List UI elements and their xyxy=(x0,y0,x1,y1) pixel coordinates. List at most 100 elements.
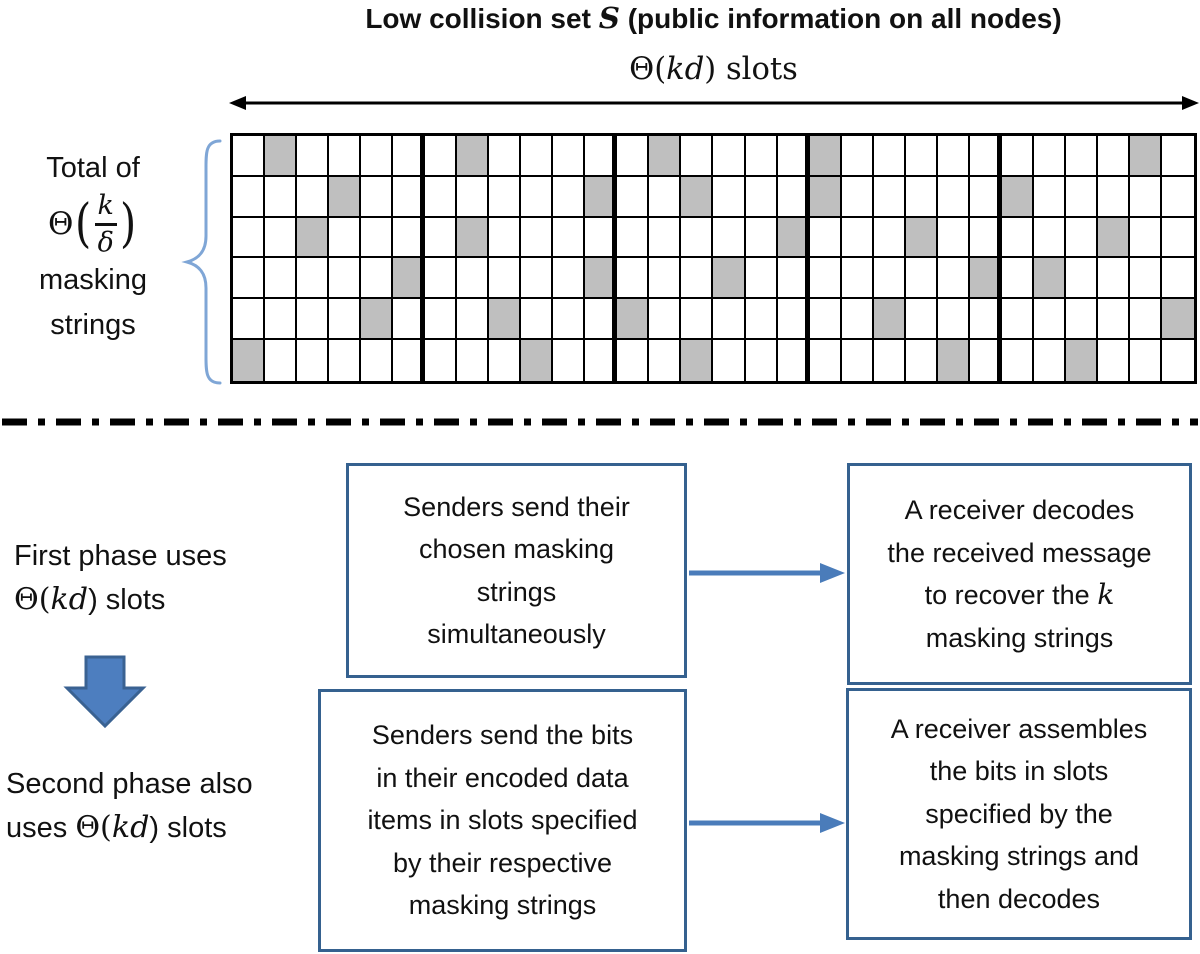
grid-cell xyxy=(1130,340,1162,381)
grid-cell xyxy=(393,258,426,300)
grid-cell xyxy=(393,176,426,218)
grid-cell xyxy=(777,258,810,300)
grid-cell xyxy=(841,176,874,218)
box3-line4: by their respective xyxy=(392,847,613,878)
grid-cell xyxy=(617,340,650,381)
grid-cell xyxy=(1033,176,1066,218)
grid-cell xyxy=(521,217,554,259)
grid-cell xyxy=(970,340,1002,381)
grid-cell xyxy=(553,136,586,177)
grid-cell xyxy=(905,136,938,177)
grid-cell xyxy=(809,217,842,259)
grid-cell xyxy=(841,217,874,259)
grid-cell xyxy=(1065,299,1098,341)
grid-cell xyxy=(778,340,810,381)
grid-cell xyxy=(1033,217,1066,259)
box1-line1: Senders send their xyxy=(403,491,630,522)
grid-cell xyxy=(297,258,330,300)
slots-text: ) slots xyxy=(88,584,166,616)
grid-cell xyxy=(969,136,1002,177)
theta-symbol: Θ xyxy=(47,206,74,243)
grid-cell xyxy=(457,136,490,177)
grid-cell xyxy=(1129,299,1162,341)
grid-cell xyxy=(681,299,714,341)
grid-cell xyxy=(874,340,906,381)
grid-cell xyxy=(745,176,778,218)
grid-cell xyxy=(1033,299,1066,341)
grid-cell xyxy=(1162,340,1194,381)
grid-cell xyxy=(1001,217,1034,259)
grid-cell xyxy=(873,176,906,218)
grid-cell xyxy=(649,258,682,300)
grid-cell xyxy=(553,340,586,381)
grid-cell xyxy=(905,176,938,218)
title-pre: Low collision set xyxy=(365,3,599,34)
grid-cell xyxy=(361,176,394,218)
grid-cell xyxy=(361,136,394,177)
grid-cell xyxy=(617,136,650,177)
grid-cell xyxy=(937,217,970,259)
grid-cell xyxy=(681,136,714,177)
k-symbol: k xyxy=(97,190,114,221)
grid-cell xyxy=(873,258,906,300)
grid-cell xyxy=(1129,258,1162,300)
box3-line3: items in slots specified xyxy=(367,805,638,836)
grid-cell xyxy=(1097,217,1130,259)
grid-cell xyxy=(297,136,330,177)
box2-line2: the received message xyxy=(887,537,1152,568)
grid-cell xyxy=(809,136,842,177)
grid-cell xyxy=(361,258,394,300)
grid-cell xyxy=(745,258,778,300)
box4-line2: the bits in slots xyxy=(929,756,1109,787)
box2-line3-text: to recover the xyxy=(924,580,1098,610)
grid-cell xyxy=(1098,340,1130,381)
grid-cell xyxy=(617,176,650,218)
k-symbol: k xyxy=(1097,578,1115,611)
grid-cell xyxy=(777,176,810,218)
box2-line3: to recover the k xyxy=(850,574,1189,617)
grid-cell xyxy=(489,258,522,300)
receiver-phase1-box: A receiver decodes the received message … xyxy=(847,463,1192,685)
grid-cell xyxy=(457,217,490,259)
grid-cell xyxy=(1161,218,1194,259)
box4-line1: A receiver assembles xyxy=(890,713,1148,744)
grid-cell xyxy=(553,258,586,300)
grid-cell xyxy=(777,299,810,341)
grid-cell xyxy=(393,136,426,177)
grid-cell xyxy=(1129,217,1162,259)
grid-cell xyxy=(809,299,842,341)
grid-cell xyxy=(457,299,490,341)
grid-cell xyxy=(329,217,362,259)
grid-cell xyxy=(585,217,618,259)
grid-cell xyxy=(585,258,618,300)
grid-cell xyxy=(841,299,874,341)
grid-cell xyxy=(425,340,458,381)
grid-cell xyxy=(617,258,650,300)
grid-cell xyxy=(329,258,362,300)
grid-cell xyxy=(425,299,458,341)
box2-line1: A receiver decodes xyxy=(904,495,1135,525)
grid-cell xyxy=(906,340,938,381)
grid-cell xyxy=(585,176,618,218)
grid-cell xyxy=(1033,136,1066,177)
grid-cell xyxy=(1097,258,1130,300)
grid-cell xyxy=(1161,136,1194,177)
left-label-line4: strings xyxy=(50,308,136,341)
grid-cell xyxy=(937,258,970,300)
grid-cell xyxy=(265,217,298,259)
grid-cell xyxy=(329,136,362,177)
grid-cell xyxy=(649,340,682,381)
grid-cell xyxy=(1097,176,1130,218)
theta-open: Θ( xyxy=(14,582,51,617)
grid-cell xyxy=(713,258,746,300)
grid-cell xyxy=(905,217,938,259)
grid-cell xyxy=(329,176,362,218)
grid-cell xyxy=(969,176,1002,218)
masking-grid xyxy=(230,133,1197,384)
grid-cell xyxy=(393,340,426,381)
phase1-line1: First phase uses xyxy=(14,540,227,572)
close-paren: ) xyxy=(119,194,136,255)
grid-cell xyxy=(553,299,586,341)
box4-line3: specified by the xyxy=(925,798,1113,829)
arrow-box3-to-box4 xyxy=(689,813,845,833)
